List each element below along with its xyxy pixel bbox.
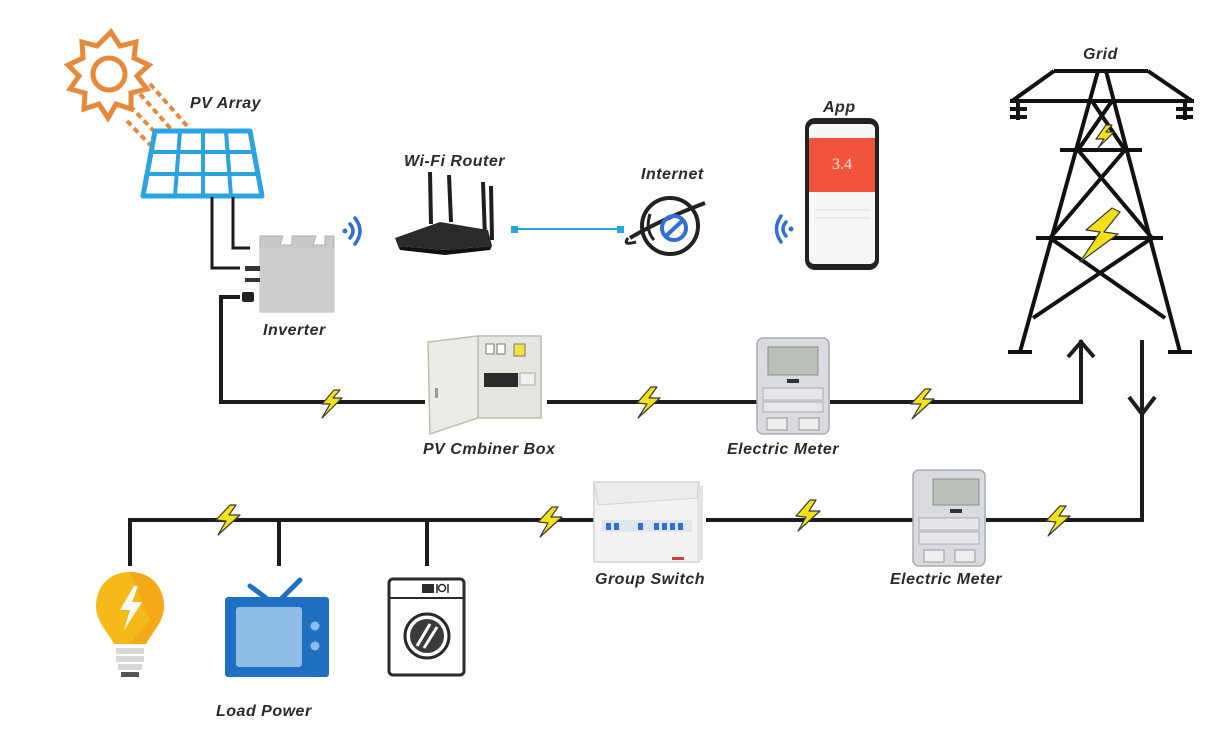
import-arrow-icon	[1127, 395, 1157, 418]
sun-icon	[63, 28, 154, 123]
wifi-router-label: Wi-Fi Router	[404, 153, 505, 170]
electric-meter-bottom-label: Electric Meter	[890, 571, 1002, 588]
internet-label: Internet	[641, 166, 704, 183]
group-switch-label: Group Switch	[595, 571, 705, 588]
light-bulb-icon	[96, 572, 164, 677]
television-icon	[225, 577, 329, 677]
load-power-label: Load Power	[216, 703, 312, 720]
power-bolt-icon	[795, 499, 821, 532]
power-bolt-icon	[1045, 505, 1071, 537]
electric-meter-icon	[756, 337, 830, 435]
wifi-router-icon	[395, 171, 494, 255]
wifi-signal-icon	[774, 214, 794, 244]
export-arrow-icon	[1066, 338, 1096, 359]
group-switch-icon	[593, 481, 703, 563]
pv-panel-icon	[140, 128, 265, 199]
power-bolt-icon	[910, 388, 935, 420]
grid-meter-wire	[986, 340, 1144, 522]
smartphone-icon: 3.4	[805, 118, 879, 270]
panel-wire-2	[231, 197, 250, 250]
power-grid-tower-icon	[1008, 69, 1194, 354]
electric-meter-icon	[912, 469, 986, 567]
wifi-signal-icon	[342, 216, 362, 246]
network-link	[511, 226, 624, 233]
internet-globe-icon	[624, 196, 706, 256]
electric-meter-top-label: Electric Meter	[727, 441, 839, 458]
app-label: App	[822, 99, 856, 116]
app-reading: 3.4	[832, 156, 852, 173]
power-bolt-icon	[321, 389, 343, 419]
panel-wire-1	[210, 197, 240, 270]
grid-label: Grid	[1083, 46, 1119, 63]
washing-machine-icon	[387, 577, 466, 677]
pv-combiner-box-icon	[427, 335, 542, 436]
inverter-label: Inverter	[263, 322, 326, 339]
power-bolt-icon	[537, 506, 563, 538]
meter-grid-wire	[830, 340, 1083, 404]
pv-array-label: PV Array	[190, 95, 262, 112]
power-bolt-icon	[636, 386, 661, 419]
inverter-output-wire	[219, 295, 425, 404]
power-bolt-icon	[215, 504, 241, 536]
inverter-icon	[242, 235, 335, 313]
pv-combiner-box-label: PV Cmbiner Box	[423, 441, 556, 458]
load-bus-wire	[128, 518, 596, 566]
